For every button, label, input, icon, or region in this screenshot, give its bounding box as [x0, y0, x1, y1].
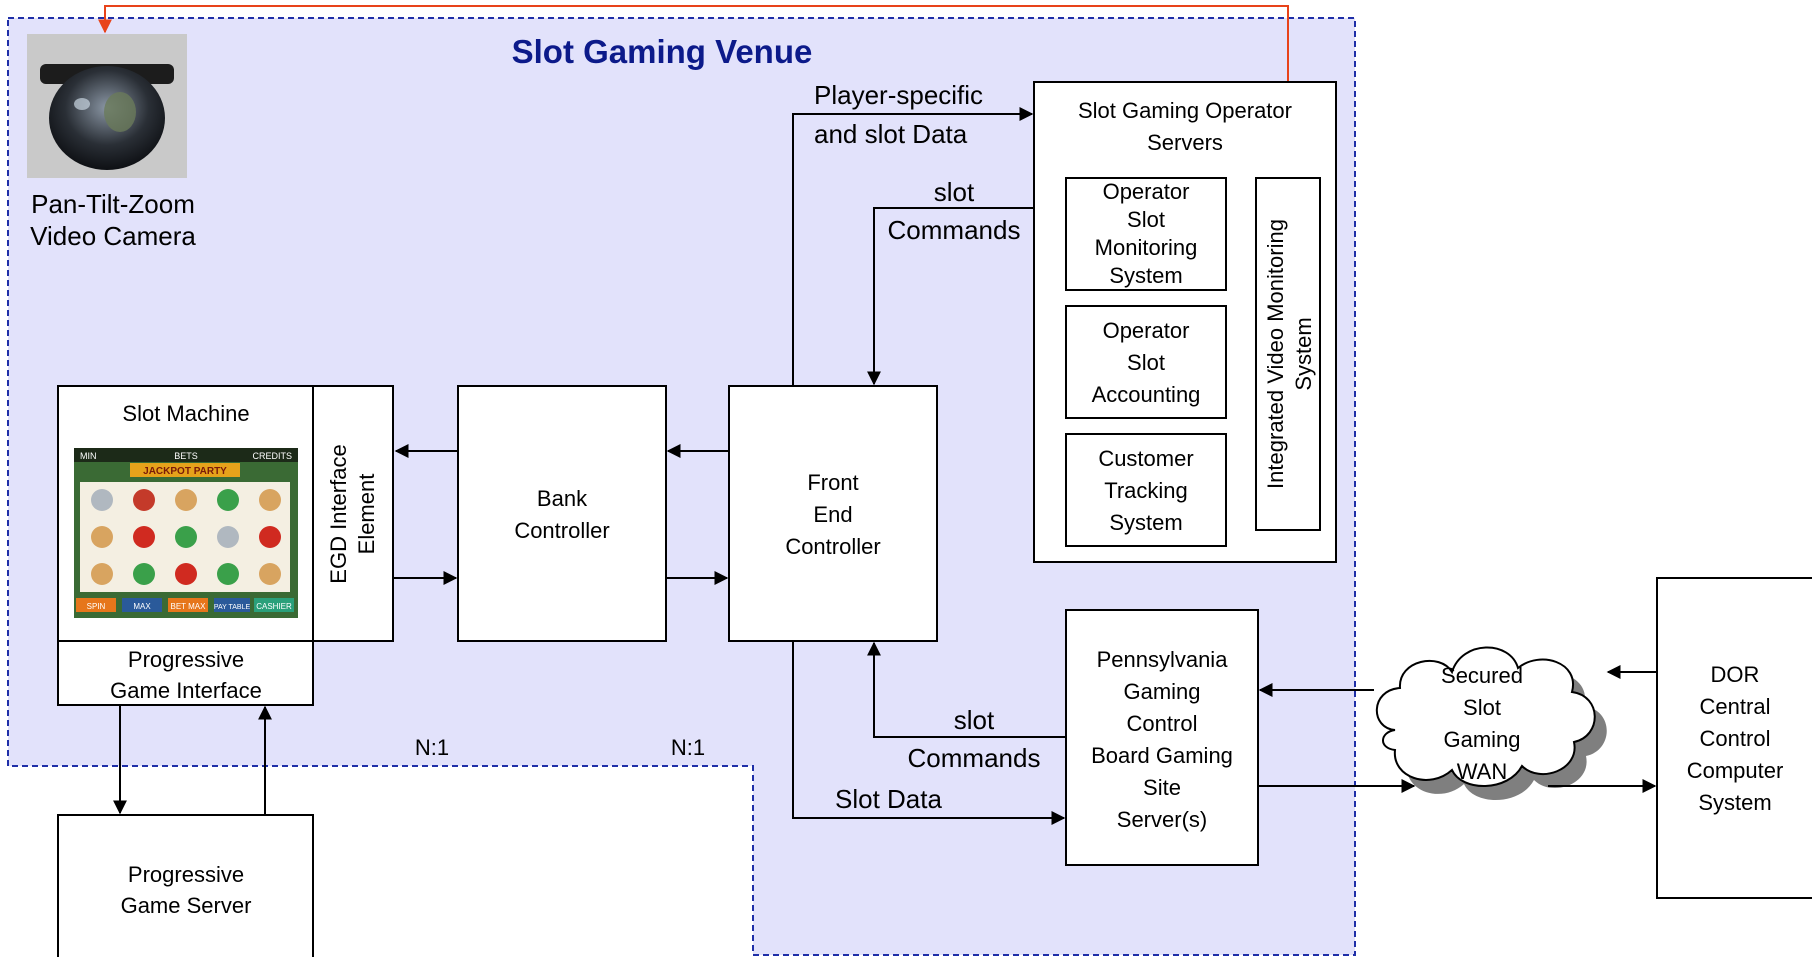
player-data-arrow	[792, 107, 1034, 386]
wan-label-1: Secured	[1441, 663, 1523, 688]
tracking-label-2: Tracking	[1104, 478, 1188, 503]
pgi-box	[57, 640, 314, 706]
customer-tracking-box	[1065, 433, 1227, 547]
operator-monitoring-box	[1065, 177, 1227, 291]
pgcb-label-3: Control	[1127, 711, 1198, 736]
bank-controller-box	[457, 385, 667, 642]
dor-box	[1656, 577, 1812, 899]
monitoring-label-3: Monitoring	[1095, 235, 1198, 260]
bottom-commands-arrow	[867, 641, 1066, 738]
screen-top-right: CREDITS	[252, 451, 292, 461]
screen-btn-max: MAX	[133, 602, 151, 611]
slot-data-label: Slot Data	[835, 784, 942, 814]
ratio-label-1: N:1	[415, 735, 449, 760]
top-commands-arrow	[867, 207, 1034, 386]
ratio-label-2: N:1	[671, 735, 705, 760]
accounting-label-1: Operator	[1103, 318, 1190, 343]
dor-label-3: Control	[1700, 726, 1771, 751]
dor-label-4: Computer	[1687, 758, 1784, 783]
wan-label-2: Slot	[1463, 695, 1501, 720]
front-end-controller-box	[728, 385, 938, 642]
venue-region	[7, 17, 1356, 956]
bottom-commands-label-2: Commands	[908, 743, 1041, 773]
video-label-2: System	[1291, 317, 1316, 390]
screen-btn-spin: SPIN	[87, 602, 106, 611]
screen-top-left: MIN	[80, 451, 97, 461]
accounting-label-3: Accounting	[1092, 382, 1201, 407]
slot-data-arrow	[792, 641, 1066, 825]
operator-servers-title-1: Slot Gaming Operator	[1078, 98, 1292, 123]
pgcb-label-6: Server(s)	[1117, 807, 1207, 832]
screen-btn-cash: CASHIER	[256, 602, 292, 611]
slot-machine-title: Slot Machine	[122, 401, 249, 426]
bank-controller-label-1: Bank	[537, 486, 588, 511]
screen-btn-bet: BET MAX	[171, 602, 207, 611]
camera-icon	[27, 34, 187, 178]
integrated-video-box	[1255, 177, 1321, 531]
operator-accounting-box	[1065, 305, 1227, 419]
player-data-label-2: and slot Data	[814, 119, 968, 149]
bank-controller-label-2: Controller	[514, 518, 609, 543]
dor-label-5: System	[1698, 790, 1771, 815]
front-end-label-2: End	[813, 502, 852, 527]
pgcb-server-box	[1065, 609, 1259, 866]
operator-servers-title-2: Servers	[1147, 130, 1223, 155]
wan-label-3: Gaming	[1443, 727, 1520, 752]
progressive-server-box	[57, 814, 314, 957]
progressive-server-label-2: Game Server	[121, 893, 252, 918]
egd-label-1: EGD Interface	[326, 444, 351, 583]
screen-top-mid: BETS	[174, 451, 198, 461]
monitoring-label-2: Slot	[1127, 207, 1165, 232]
venue-title: Slot Gaming Venue	[512, 33, 813, 70]
pgcb-label-5: Site	[1143, 775, 1181, 800]
egd-label-2: Element	[354, 474, 379, 555]
pgcb-label-4: Board Gaming	[1091, 743, 1233, 768]
wan-label-4: WAN	[1457, 759, 1508, 784]
pgcb-label-2: Gaming	[1123, 679, 1200, 704]
pgcb-label-1: Pennsylvania	[1097, 647, 1229, 672]
dor-label-1: DOR	[1711, 662, 1760, 687]
dor-label-2: Central	[1700, 694, 1771, 719]
front-end-label-1: Front	[807, 470, 858, 495]
video-label-1: Integrated Video Monitoring	[1263, 219, 1288, 489]
camera-label-1: Pan-Tilt-Zoom	[31, 189, 195, 219]
player-data-label-1: Player-specific	[814, 80, 983, 110]
monitoring-label-1: Operator	[1103, 179, 1190, 204]
top-commands-label-1: slot	[934, 177, 975, 207]
front-end-label-3: Controller	[785, 534, 880, 559]
screen-banner: JACKPOT PARTY	[143, 466, 227, 477]
progressive-server-label-1: Progressive	[128, 862, 244, 887]
pgi-label-2: Game Interface	[110, 678, 262, 703]
screen-btn-pay: PAY TABLE	[214, 604, 251, 611]
accounting-label-2: Slot	[1127, 350, 1165, 375]
monitoring-label-4: System	[1109, 263, 1182, 288]
pgi-label-1: Progressive	[128, 647, 244, 672]
top-commands-label-2: Commands	[888, 215, 1021, 245]
camera-label-2: Video Camera	[30, 221, 196, 251]
wan-cloud-icon	[1375, 646, 1607, 801]
tracking-label-3: System	[1109, 510, 1182, 535]
tracking-label-1: Customer	[1098, 446, 1193, 471]
slot-machine-screen: MIN BETS CREDITS JACKPOT PARTY SPIN MAX …	[74, 448, 298, 618]
bottom-commands-label-1: slot	[954, 705, 995, 735]
